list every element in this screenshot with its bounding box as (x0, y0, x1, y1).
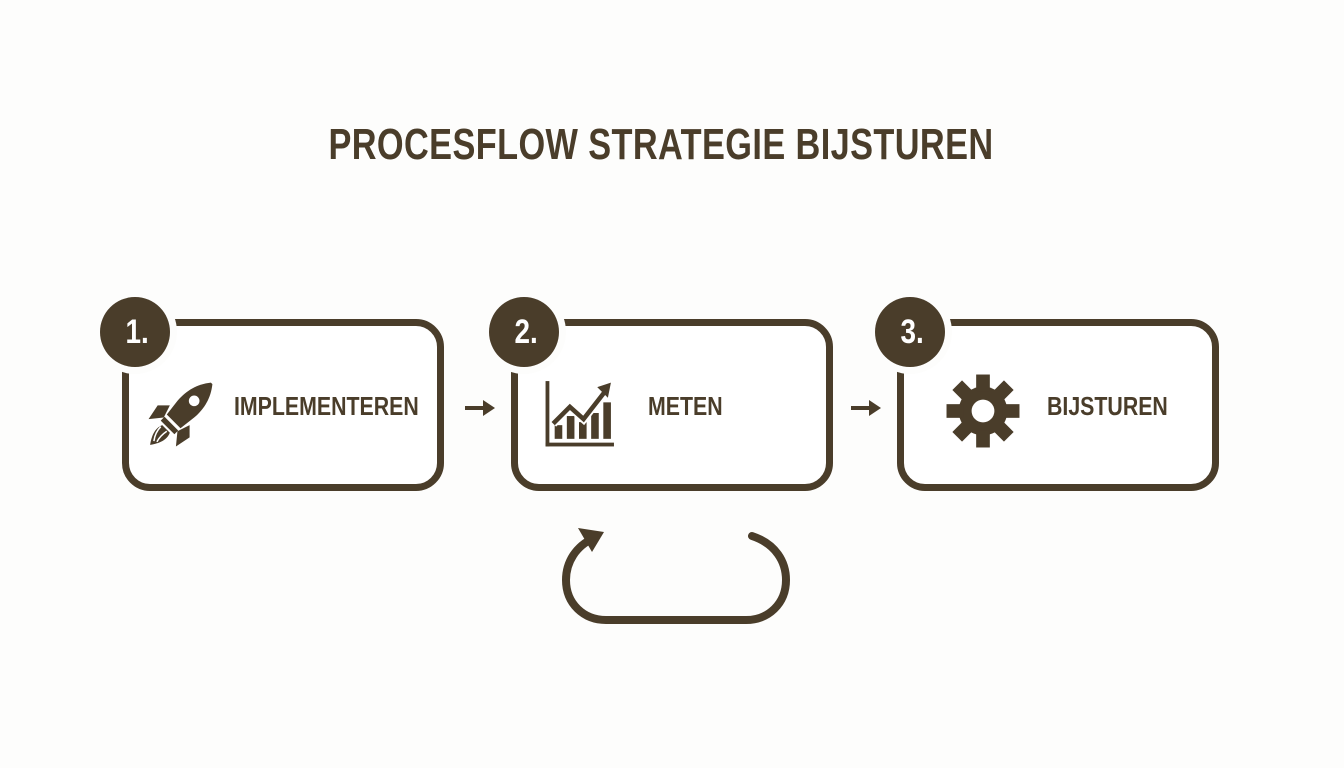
bar-chart-trend-up-icon (545, 381, 614, 447)
step-box (511, 319, 833, 491)
step-number: 2. (514, 312, 538, 351)
step-bijsturen: 3. BIJSTUREN (875, 297, 1219, 491)
step-number-badge: 3. (875, 297, 945, 367)
gear-icon (946, 374, 1020, 448)
rocket-icon (148, 382, 213, 447)
step-meten: 2. METEN (489, 297, 833, 491)
step-number-badge: 1. (100, 297, 170, 367)
step-label: IMPLEMENTEREN (234, 391, 419, 421)
step-number: 1. (125, 312, 149, 351)
arrow-right-icon (851, 400, 881, 416)
step-number-badge: 2. (489, 297, 559, 367)
cycle-loop-arrow-icon (561, 528, 791, 624)
diagram-title: PROCESFLOW STRATEGIE BIJSTUREN (328, 120, 994, 169)
step-label: METEN (648, 391, 723, 421)
step-label: BIJSTUREN (1047, 391, 1168, 421)
arrow-right-icon (465, 400, 495, 416)
step-number: 3. (900, 312, 924, 351)
step-implementeren: 1. IMPLEMENTEREN (100, 297, 444, 491)
